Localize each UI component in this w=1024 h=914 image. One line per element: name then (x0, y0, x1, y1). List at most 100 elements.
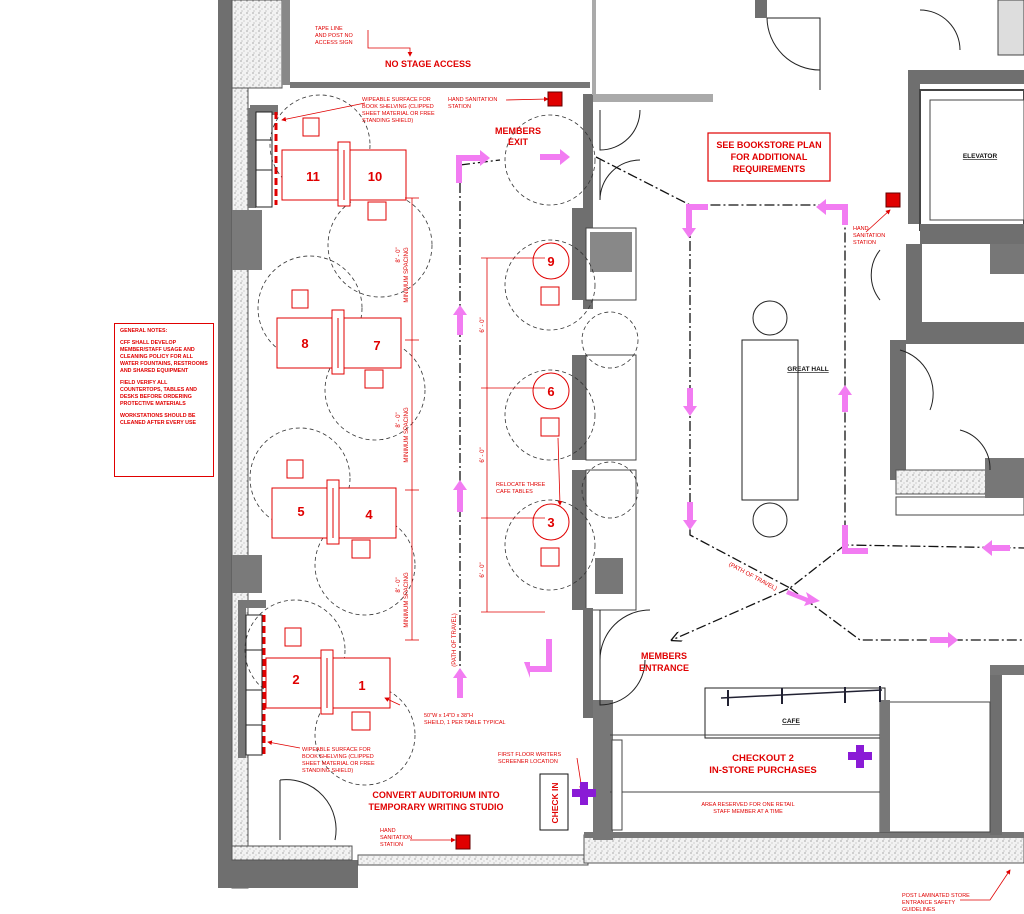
dim-6-0: 6' - 0" (480, 562, 486, 577)
hand-sanitation-note-line: STATION (380, 842, 403, 848)
wipeable-note-line: BOOK SHELVING (CLIPPED (302, 754, 374, 760)
path-arrow (453, 668, 467, 698)
see-bookstore-label: FOR ADDITIONAL (731, 152, 808, 162)
no-stage-access-label: NO STAGE ACCESS (385, 59, 471, 69)
path-arrow (842, 525, 868, 554)
workstation-number: 7 (373, 338, 380, 353)
dimension-lines (267, 30, 1011, 901)
general-note-item: CFF SHALL DEVELOP MEMBER/STAFF USAGE AND… (120, 340, 208, 374)
room-labels: ELEVATOR GREAT HALL CAFE (782, 153, 997, 725)
members-exit-label: EXIT (508, 137, 529, 147)
writers-screener-note-line: SCREENER LOCATION (498, 759, 558, 765)
minimum-spacing-label: MINIMUM SPACING (404, 407, 410, 463)
hand-sanitation-note-line: STATION (448, 104, 471, 110)
path-arrow (683, 388, 697, 416)
members-exit-label: MEMBERS (495, 126, 541, 136)
path-arrow (453, 480, 467, 512)
checkout-label: CHECKOUT 2 (732, 753, 794, 764)
path-arrow (982, 540, 1010, 556)
see-bookstore-label: SEE BOOKSTORE PLAN (716, 140, 821, 150)
workstations (265, 117, 570, 731)
wipeable-note-line: SHEET MATERIAL OR FREE (302, 761, 375, 767)
writers-screener-note-line: FIRST FLOOR WRITERS (498, 752, 561, 758)
path-arrow (453, 305, 467, 335)
workstation-numbers: 11 10 8 7 5 4 2 1 9 6 3 (292, 169, 554, 693)
tape-line-note-line: ACCESS SIGN (315, 40, 353, 46)
path-arrow (930, 632, 958, 648)
workstation-number: 10 (368, 169, 382, 184)
workstation-group-11-10 (281, 117, 407, 221)
general-notes-title: GENERAL NOTES: (120, 328, 168, 334)
book-shelving (245, 111, 278, 758)
workstation-number: 5 (297, 504, 304, 519)
sanitation-station-marker (547, 91, 563, 107)
workstation-number: 1 (358, 678, 365, 693)
great-hall-furniture (720, 300, 883, 706)
sanitation-station-marker (885, 192, 901, 208)
general-note-item: WORKSTATIONS SHOULD BE CLEANED AFTER EVE… (120, 413, 197, 426)
workstation-group-2-1 (265, 627, 391, 731)
path-arrow (786, 590, 820, 606)
relocate-note-line: CAFE TABLES (496, 489, 533, 495)
hand-sanitation-note-line: SANITATION (380, 835, 412, 841)
path-arrow (816, 199, 848, 225)
see-bookstore-box (707, 132, 831, 182)
general-notes-box: GENERAL NOTES: CFF SHALL DEVELOP MEMBER/… (114, 323, 214, 477)
hand-sanitation-note-line: SANITATION (853, 233, 885, 239)
relocate-note-line: RELOCATE THREE (496, 482, 546, 488)
workstation-number: 4 (365, 507, 373, 522)
members-entrance-label: MEMBERS (641, 651, 687, 661)
hand-sanitation-note-line: HAND SANITATION (448, 97, 497, 103)
path-of-travel-arrows (453, 149, 1010, 698)
path-arrow (838, 385, 852, 412)
hand-sanitation-note-line: HAND (853, 226, 869, 232)
tape-line-note-line: TAPE LINE (315, 26, 343, 32)
path-arrow (530, 639, 552, 672)
screener-cross-icon (572, 782, 596, 805)
elevator-label: ELEVATOR (963, 153, 998, 160)
workstation-number: 8 (301, 336, 308, 351)
convert-auditorium-label: TEMPORARY WRITING STUDIO (369, 802, 504, 812)
check-in-box (539, 773, 569, 831)
cafe-table-chairs (540, 286, 560, 567)
checkout-label: IN-STORE PURCHASES (709, 765, 817, 776)
great-hall-label: GREAT HALL (787, 366, 828, 373)
workstation-number: 2 (292, 672, 299, 687)
cafe-table-number: 9 (547, 254, 554, 269)
hand-sanitation-note-line: HAND (380, 828, 396, 834)
cafe-label: CAFE (782, 718, 800, 725)
path-arrow (683, 502, 697, 530)
hand-sanitation-stations (455, 91, 901, 850)
members-entrance-label: ENTRANCE (639, 663, 689, 673)
see-bookstore-label: REQUIREMENTS (733, 164, 806, 174)
door-swings (279, 0, 1024, 841)
cafe-table-number: 3 (547, 515, 554, 530)
area-reserved-note-line: AREA RESERVED FOR ONE RETAIL (701, 802, 794, 808)
path-arrow (524, 662, 530, 678)
check-in-label: CHECK IN (550, 782, 560, 823)
dim-8-0: 8' - 0" (396, 577, 402, 592)
cafe-table-circles (532, 242, 570, 541)
workstation-group-5-4 (271, 459, 397, 559)
minimum-spacing-label: MINIMUM SPACING (404, 247, 410, 303)
convert-auditorium-label: CONVERT AUDITORIUM INTO (372, 790, 499, 800)
path-arrow (540, 149, 570, 165)
path-arrow (456, 150, 490, 183)
screener-markers (572, 745, 872, 805)
wipeable-note-line: WIPEABLE SURFACE FOR (302, 747, 371, 753)
wipeable-note-line: WIPEABLE SURFACE FOR (362, 97, 431, 103)
wipeable-note-line: STANDING SHIELD) (362, 118, 413, 124)
minimum-spacing-label: MINIMUM SPACING (404, 572, 410, 628)
area-reserved-note-line: STAFF MEMBER AT A TIME (713, 809, 783, 815)
shield-note-line: 50"W x 14"D x 38"H (424, 713, 473, 719)
dim-6-0: 6' - 0" (480, 317, 486, 332)
workstation-number: 11 (306, 169, 320, 184)
dim-6-0: 6' - 0" (480, 447, 486, 462)
post-laminated-note-line: POST LAMINATED STORE (902, 893, 970, 899)
wipeable-note-line: SHEET MATERIAL OR FREE (362, 111, 435, 117)
path-of-travel-label: (PATH OF TRAVEL) (452, 613, 458, 667)
hand-sanitation-note-line: STATION (853, 240, 876, 246)
wipeable-note-line: STANDING SHIELD) (302, 768, 353, 774)
screener-cross-icon (848, 745, 872, 768)
